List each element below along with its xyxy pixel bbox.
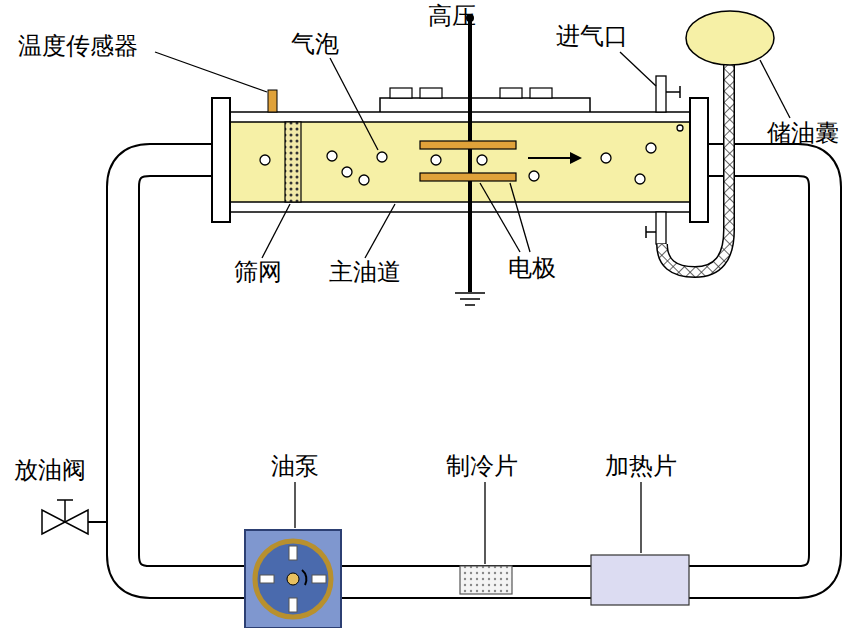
part-label: 电极	[508, 255, 556, 281]
part-label: 气泡	[291, 31, 339, 57]
part-label: 油泵	[271, 453, 319, 479]
part-label: 加热片	[605, 453, 677, 479]
part-label: 储油囊	[767, 120, 839, 146]
part-label: 温度传感器	[18, 33, 138, 59]
part-label: 进气口	[556, 23, 628, 49]
part-label: 放油阀	[14, 457, 86, 483]
part-label: 制冷片	[446, 453, 518, 479]
part-label: 主油道	[329, 259, 401, 285]
part-label: 筛网	[234, 259, 282, 285]
part-label: 高压	[428, 3, 476, 29]
